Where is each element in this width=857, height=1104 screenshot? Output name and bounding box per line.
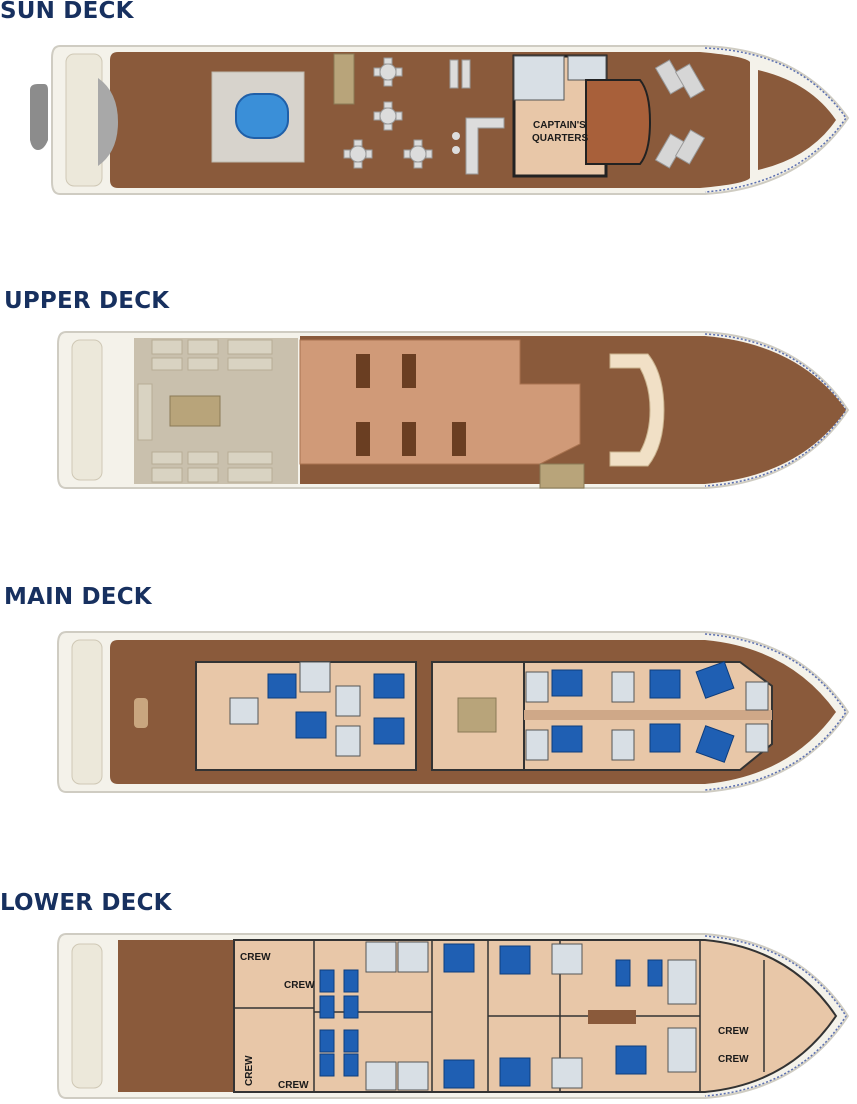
dining-tables bbox=[356, 354, 466, 456]
sun-deck-title: SUN DECK bbox=[0, 0, 134, 24]
upper-deck-title: UPPER DECK bbox=[4, 288, 170, 314]
sun-deck-wood bbox=[110, 52, 750, 188]
main-forward-beds bbox=[551, 661, 735, 763]
crew-label-6: CREW bbox=[718, 1054, 749, 1065]
sun-deck-tables bbox=[343, 57, 471, 169]
captains-quarters-label-1: CAPTAIN'S bbox=[533, 120, 586, 131]
sun-deck-plan: CAPTAIN'S QUARTERS bbox=[30, 45, 850, 195]
crew-label-3: CREW bbox=[244, 1055, 255, 1086]
captains-quarters-label-2: QUARTERS bbox=[532, 133, 588, 144]
tender-boat bbox=[30, 84, 48, 150]
upper-deck-plan bbox=[57, 331, 850, 489]
sun-loungers bbox=[654, 59, 706, 169]
lower-deck-title: LOWER DECK bbox=[0, 890, 172, 916]
lower-aft-wood bbox=[118, 940, 234, 1092]
main-aft-beds bbox=[267, 673, 405, 745]
lower-beds bbox=[319, 943, 663, 1089]
sun-deck-bow-wood bbox=[758, 70, 836, 170]
crew-label-5: CREW bbox=[718, 1026, 749, 1037]
crew-label-2: CREW bbox=[284, 980, 315, 991]
crew-label-1: CREW bbox=[240, 952, 271, 963]
main-deck-plan bbox=[57, 631, 850, 793]
main-deck-title: MAIN DECK bbox=[4, 584, 152, 610]
crew-label-4: CREW bbox=[278, 1080, 309, 1091]
lower-deck-plan: CREW CREW CREW CREW CREW CREW bbox=[57, 933, 850, 1099]
